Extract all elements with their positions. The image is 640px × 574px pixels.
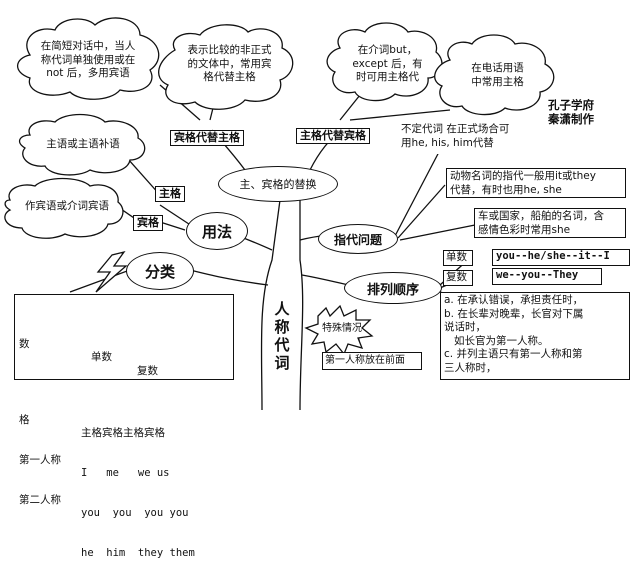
cloud-shape-2 <box>158 24 294 110</box>
label-subj-for-obj: 主格代替宾格 <box>296 128 370 144</box>
cloud-text-but-except: 在介词but， except 后，有 时可用主格代 <box>352 44 423 83</box>
note-vehicle: 车或国家，船舶的名词，含 感情色彩时常用she <box>474 208 626 238</box>
note-indefinite: 不定代词 在正式场合可 用he, his, him代替 <box>398 122 530 154</box>
trunk-left-line <box>260 199 281 410</box>
node-classification-label: 分类 <box>144 262 175 281</box>
note-special: a. 在承认错误，承担责任时， b. 在长辈对晚辈，长官对下属 说话时， 如长官… <box>440 292 630 380</box>
cloud-text-subject: 主语或主语补语 <box>46 138 120 150</box>
table-row: 格 主格宾格主格宾格 <box>19 400 229 440</box>
lightning-icon <box>95 250 128 293</box>
node-usage-label: 用法 <box>201 222 232 241</box>
node-reference-label: 指代问题 <box>333 232 382 247</box>
note-animal: 动物名词的指代一般用it或they 代替，有时也用he, she <box>446 168 626 198</box>
mind-map: 在简短对话中，当人 称代词单独使用或在 not 后，多用宾语 表示比较的非正式 … <box>4 17 630 559</box>
cloud-text-telephone: 在电话用语 中常用主格 <box>471 62 524 88</box>
seq-singular: you--he/she--it--I <box>492 249 630 266</box>
cloud-shape-5 <box>18 113 146 176</box>
table-header-singular: 单数 <box>91 351 112 363</box>
cloud-text-object: 作宾语或介词宾语 <box>25 200 109 212</box>
table-row: he him they them <box>19 520 229 559</box>
trunk-right-line <box>299 200 304 410</box>
note-first-person-front: 第一人称放在前面 <box>322 352 422 370</box>
label-object-case: 宾格 <box>133 215 163 231</box>
node-classification: 分类 <box>126 252 194 290</box>
table-cell: 第二人称 <box>19 493 61 506</box>
cloud-shape-3 <box>326 22 443 102</box>
label-special: 特殊情况 <box>322 323 362 334</box>
cloud-text-short-dialogue: 在简短对话中，当人 称代词单独使用或在 not 后，多用宾语 <box>40 40 136 79</box>
table-header-number: 数 <box>19 337 30 350</box>
label-plural: 复数 <box>443 270 473 286</box>
trunk-title: 人 称 代 词 <box>274 300 290 372</box>
table-cell: 格 <box>19 413 30 426</box>
table-row: 第一人称 I me we us <box>19 440 229 480</box>
table-cell: I me we us <box>81 467 170 479</box>
label-subject-case: 主格 <box>155 186 185 202</box>
node-usage: 用法 <box>186 212 248 250</box>
seq-plural: we--you--They <box>492 268 602 285</box>
cloud-shape-1 <box>16 17 160 100</box>
node-order: 排列顺序 <box>344 272 442 304</box>
table-row: 第二人称 you you you you <box>19 480 229 520</box>
table-header-plural: 复数 <box>137 364 158 377</box>
table-cell: he him they them <box>81 547 195 559</box>
node-order-label: 排列顺序 <box>366 282 419 298</box>
node-replacement-label: 主、宾格的替换 <box>239 178 317 191</box>
cloud-shape-6 <box>4 177 124 239</box>
table-cell: 主格宾格主格宾格 <box>81 427 165 439</box>
cloud-shape-4 <box>434 34 555 116</box>
label-singular: 单数 <box>443 250 473 266</box>
node-replacement: 主、宾格的替换 <box>218 166 338 202</box>
table-cell: you you you you <box>81 507 189 519</box>
classification-table: 数 单数 复数 格 主格宾格主格宾格 第一人称 I me we us 第二人称 … <box>14 294 234 559</box>
table-cell: 第一人称 <box>19 453 61 466</box>
credit-text: 孔子学府 秦潇制作 <box>548 98 594 126</box>
branch-classification <box>189 269 269 286</box>
table-header: 数 单数 复数 <box>19 324 229 377</box>
special-starburst <box>304 304 374 356</box>
label-obj-for-subj: 宾格代替主格 <box>170 130 244 146</box>
cloud-text-comparison: 表示比较的非正式 的文体中，常用宾 格代替主格 <box>187 44 272 83</box>
node-reference: 指代问题 <box>318 224 398 254</box>
